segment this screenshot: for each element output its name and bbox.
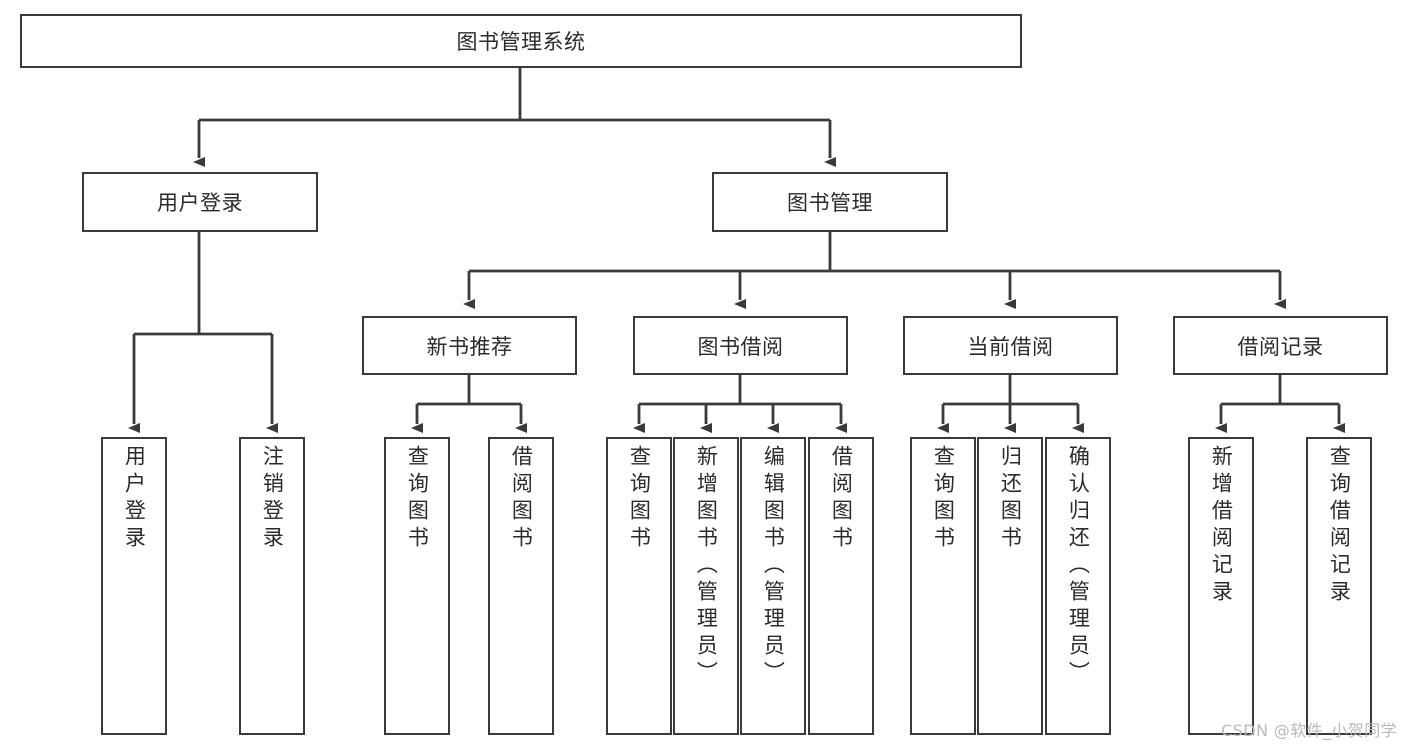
node-book-borrow-label: 图书借阅 (697, 334, 784, 359)
node-leaf-query-book-2-label: 查询图书 (627, 445, 652, 553)
csdn-watermark: CSDN @软件_小贺同学 (1221, 721, 1397, 740)
node-leaf-edit-book-label: 编辑图书（管理员） (761, 445, 786, 688)
node-leaf-return-book[interactable]: 归还图书 (977, 437, 1043, 735)
node-leaf-query-book-3[interactable]: 查询图书 (910, 437, 976, 735)
node-leaf-add-book-label: 新增图书（管理员） (694, 445, 719, 688)
node-leaf-confirm-return-label: 确认归还（管理员） (1066, 445, 1091, 688)
node-leaf-logout-login[interactable]: 注销登录 (239, 437, 305, 735)
node-leaf-edit-book[interactable]: 编辑图书（管理员） (740, 437, 806, 735)
node-leaf-add-record[interactable]: 新增借阅记录 (1188, 437, 1254, 735)
node-borrow-record[interactable]: 借阅记录 (1173, 316, 1388, 375)
node-leaf-user-login[interactable]: 用户登录 (101, 437, 167, 735)
node-current-borrow[interactable]: 当前借阅 (903, 316, 1118, 375)
node-leaf-query-record-label: 查询借阅记录 (1327, 445, 1352, 607)
node-root-label: 图书管理系统 (456, 30, 586, 54)
node-book-manage-label: 图书管理 (787, 191, 873, 215)
node-leaf-query-book-1-label: 查询图书 (405, 445, 430, 553)
node-new-book-recommend-label: 新书推荐 (426, 334, 513, 359)
node-user-login-label: 用户登录 (157, 191, 243, 215)
node-leaf-confirm-return[interactable]: 确认归还（管理员） (1045, 437, 1111, 735)
node-leaf-logout-login-label: 注销登录 (260, 445, 285, 553)
node-leaf-return-book-label: 归还图书 (998, 445, 1023, 553)
node-leaf-borrow-book-2-label: 借阅图书 (829, 445, 854, 553)
node-leaf-borrow-book-1-label: 借阅图书 (509, 445, 534, 553)
node-leaf-query-book-2[interactable]: 查询图书 (606, 437, 672, 735)
node-root[interactable]: 图书管理系统 (20, 14, 1022, 68)
node-leaf-add-record-label: 新增借阅记录 (1209, 445, 1234, 607)
node-book-borrow[interactable]: 图书借阅 (633, 316, 848, 375)
node-new-book-recommend[interactable]: 新书推荐 (362, 316, 577, 375)
node-user-login[interactable]: 用户登录 (82, 172, 318, 232)
node-leaf-user-login-label: 用户登录 (122, 445, 147, 553)
node-leaf-query-record[interactable]: 查询借阅记录 (1306, 437, 1372, 735)
node-borrow-record-label: 借阅记录 (1237, 334, 1324, 359)
node-leaf-borrow-book-1[interactable]: 借阅图书 (488, 437, 554, 735)
node-current-borrow-label: 当前借阅 (967, 334, 1054, 359)
node-leaf-add-book[interactable]: 新增图书（管理员） (673, 437, 739, 735)
node-leaf-borrow-book-2[interactable]: 借阅图书 (808, 437, 874, 735)
node-book-manage[interactable]: 图书管理 (712, 172, 948, 232)
node-leaf-query-book-3-label: 查询图书 (931, 445, 956, 553)
node-leaf-query-book-1[interactable]: 查询图书 (384, 437, 450, 735)
